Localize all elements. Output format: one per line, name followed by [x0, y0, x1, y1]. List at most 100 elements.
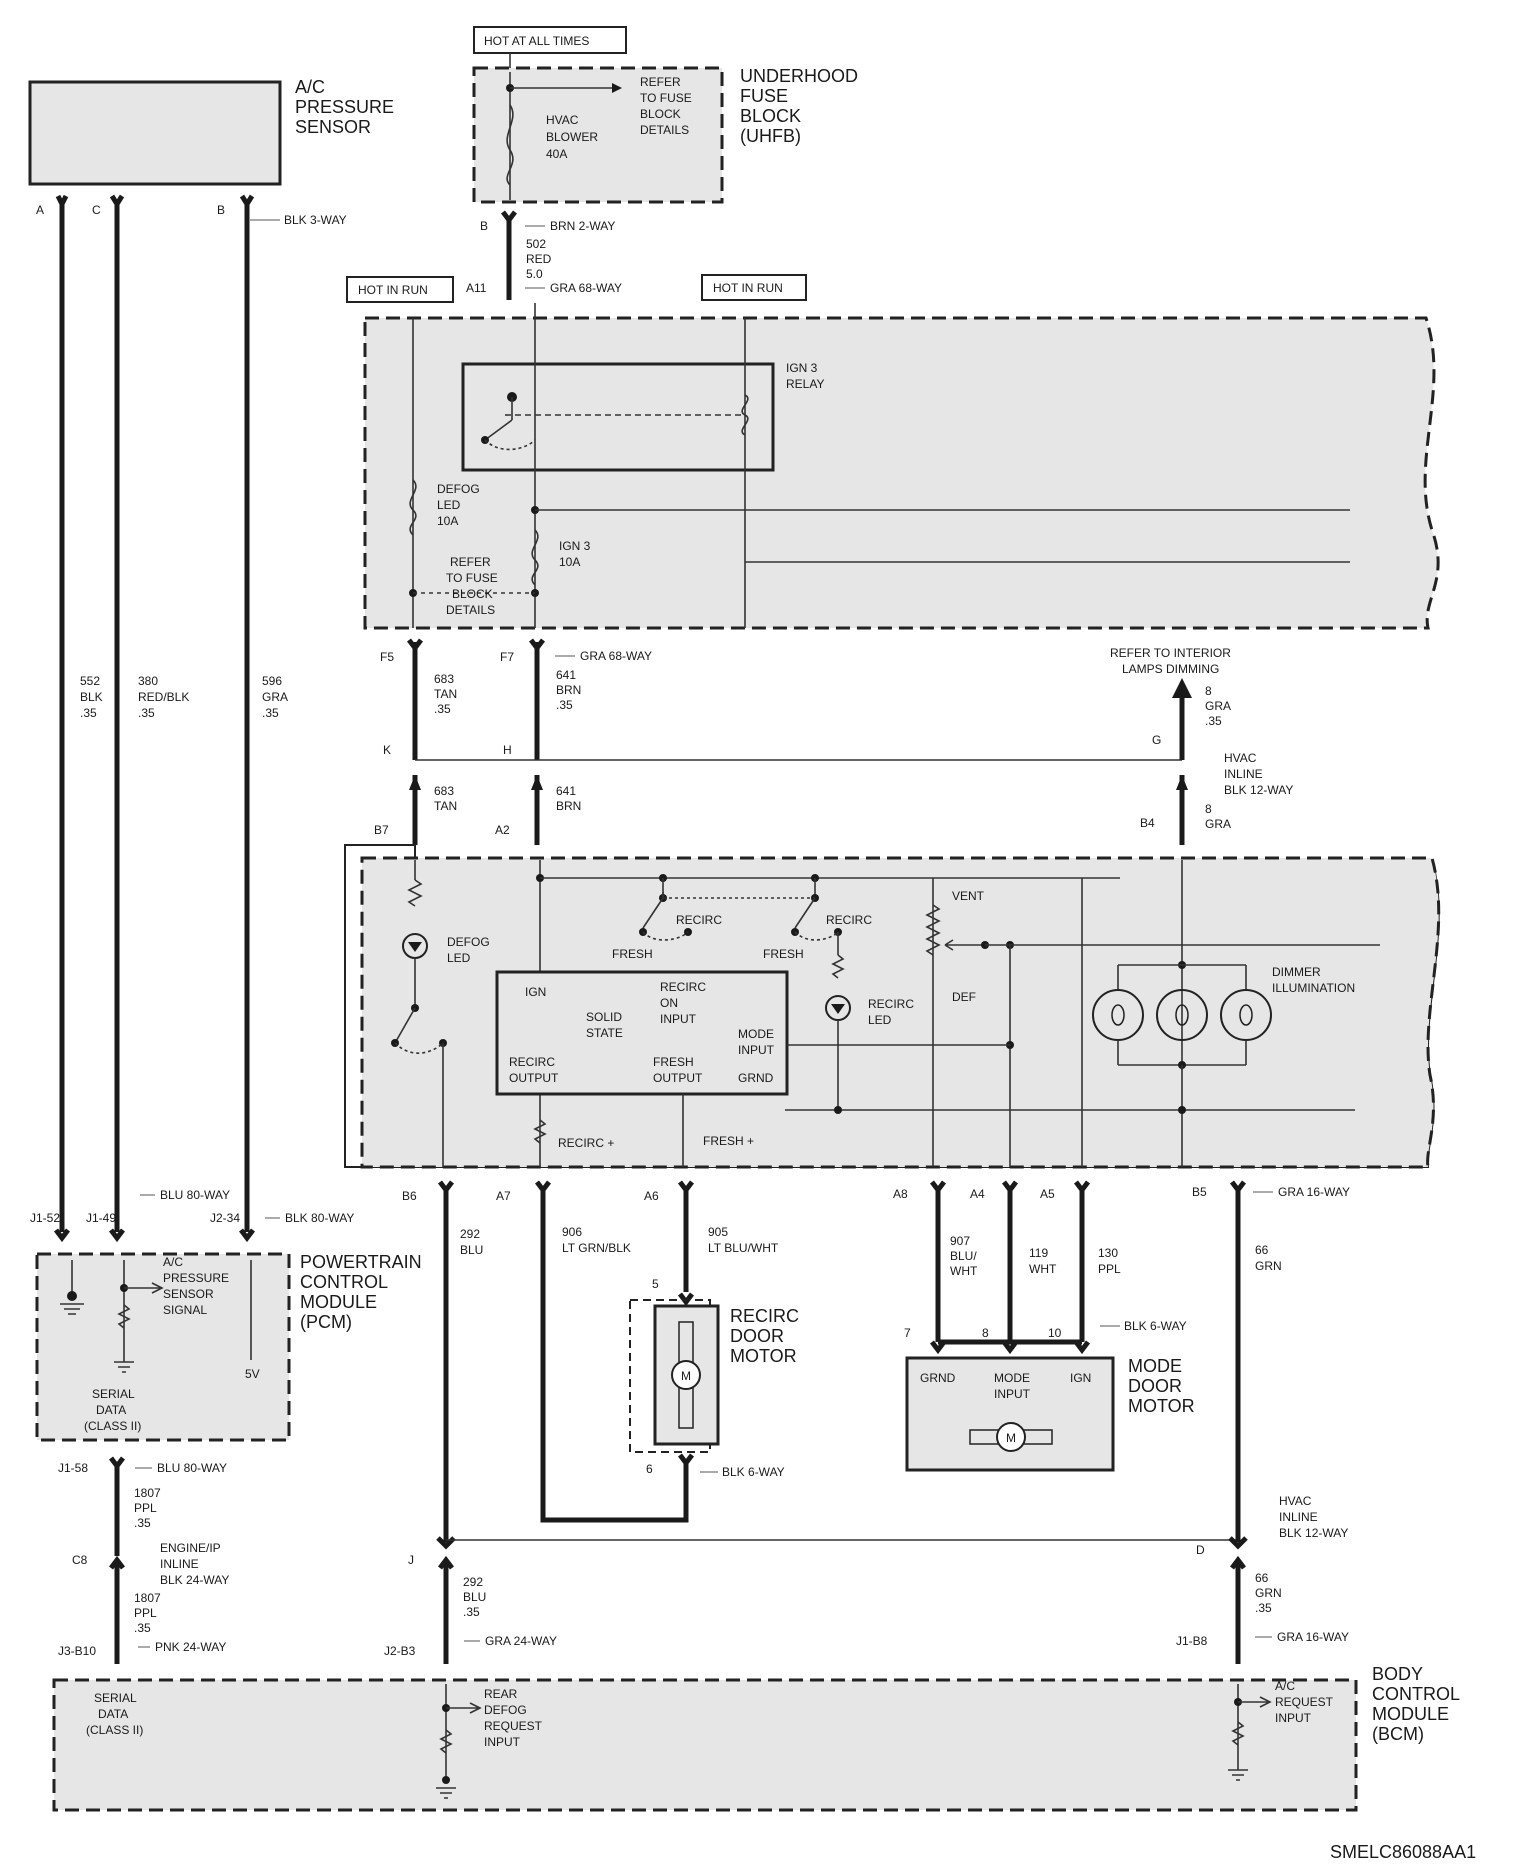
pin-8: 8: [982, 1326, 989, 1340]
pin-f7: F7: [500, 650, 514, 664]
fresh-plus: FRESH +: [703, 1134, 754, 1148]
wire-641b-color: BRN: [556, 799, 581, 813]
uhfb-label-2: FUSE: [740, 86, 788, 106]
mode-motor-symbol: [996, 1422, 1026, 1452]
bcm-rear-1: REAR: [484, 1687, 518, 1701]
conn-gra68-a: GRA 68-WAY: [550, 281, 622, 295]
wire-641a-num: 641: [556, 668, 576, 682]
wire-66b-color: GRN: [1255, 1586, 1282, 1600]
bcm-serial-3: (CLASS II): [86, 1723, 143, 1737]
recirc-switch-2: RECIRC: [826, 913, 872, 927]
mode-motor-ign: IGN: [1070, 1371, 1091, 1385]
uhfb-label-4: (UHFB): [740, 126, 801, 146]
hvac-inline-b-2: INLINE: [1279, 1510, 1318, 1524]
bcm-ac-1: A/C: [1275, 1679, 1295, 1693]
defog-fuse-label-2: LED: [437, 498, 461, 512]
pcm-sig-1: A/C: [163, 1255, 183, 1269]
pcm-sig-3: SENSOR: [163, 1287, 214, 1301]
pcm-label-2: CONTROL: [300, 1272, 388, 1292]
pin-10: 10: [1048, 1326, 1062, 1340]
dimmer-label-2: ILLUMINATION: [1272, 981, 1355, 995]
wire-683a-color: TAN: [434, 687, 457, 701]
wire-502-size: 5.0: [526, 267, 543, 281]
conn-brn2: BRN 2-WAY: [550, 219, 615, 233]
ss-recirc-out-1: RECIRC: [509, 1055, 555, 1069]
tag-hot-in-run-right-text: HOT IN RUN: [713, 281, 783, 295]
ss-recirc-on-2: ON: [660, 996, 678, 1010]
bcm-ac-2: REQUEST: [1275, 1695, 1334, 1709]
pin-a6: A6: [644, 1189, 659, 1203]
uhfb-box: [472, 66, 724, 204]
conn-gra16-b: GRA 16-WAY: [1277, 1630, 1349, 1644]
ign3-fuse-label-2: 10A: [559, 555, 580, 569]
bcm-rear-3: REQUEST: [484, 1719, 543, 1733]
hvac-inline-b-1: HVAC: [1279, 1494, 1312, 1508]
ign3-relay-box: [461, 362, 775, 472]
fuse-ign3: [531, 529, 539, 586]
conn-blk6-b: BLK 6-WAY: [722, 1465, 785, 1479]
wire-502: [501, 210, 517, 300]
pin-h: H: [503, 743, 512, 757]
uhfb-label-3: BLOCK: [740, 106, 801, 126]
wire-119-color: WHT: [1029, 1262, 1057, 1276]
mode-motor-m: M: [1006, 1431, 1016, 1445]
pin-a11: A11: [466, 281, 487, 295]
ac-pressure-sensor-box: [28, 80, 282, 186]
wire-552-size: .35: [80, 706, 97, 720]
wire-8b-color: GRA: [1205, 817, 1231, 831]
eng-inline-1: ENGINE/IP: [160, 1541, 221, 1555]
pin-b4: B4: [1140, 816, 1155, 830]
wire-905-num: 905: [708, 1225, 728, 1239]
pcm-label-3: MODULE: [300, 1292, 377, 1312]
mode-motor-mode-2: INPUT: [994, 1387, 1031, 1401]
hvac-inline-1: HVAC: [1224, 751, 1257, 765]
wire-1807a-num: 1807: [134, 1486, 161, 1500]
ac-sensor-label-2: PRESSURE: [295, 97, 394, 117]
pin-b7: B7: [374, 823, 389, 837]
wire-292b-num: 292: [463, 1575, 483, 1589]
wire-907-color-1: BLU/: [950, 1249, 977, 1263]
wire-66b-size: .35: [1255, 1601, 1272, 1615]
defog-led-1: DEFOG: [447, 935, 490, 949]
ss-recirc-on-1: RECIRC: [660, 980, 706, 994]
conn-blk3: BLK 3-WAY: [284, 213, 347, 227]
mode-rheostat: [925, 904, 941, 956]
wire-905-color: LT BLU/WHT: [708, 1241, 779, 1255]
wire-683b-num: 683: [434, 784, 454, 798]
pin-a7: A7: [496, 1189, 511, 1203]
refer-fuse-1: REFER: [450, 555, 491, 569]
eng-inline-3: BLK 24-WAY: [160, 1573, 229, 1587]
pcm-serial-3: (CLASS II): [84, 1419, 141, 1433]
bcm-rear-4: INPUT: [484, 1735, 521, 1749]
wire-8a-size: .35: [1205, 714, 1222, 728]
def-label: DEF: [952, 990, 976, 1004]
refer-fuse-2: TO FUSE: [446, 571, 498, 585]
wire-596-size: .35: [262, 706, 279, 720]
wire-292b-color: BLU: [463, 1590, 486, 1604]
wire-66-a: [1230, 1180, 1246, 1542]
pin-j1-b8: J1-B8: [1176, 1634, 1208, 1648]
conn-gra16-a: GRA 16-WAY: [1278, 1185, 1350, 1199]
hvac-inline-3: BLK 12-WAY: [1224, 783, 1293, 797]
pin-c8: C8: [72, 1553, 88, 1567]
pin-d: D: [1196, 1543, 1205, 1557]
wire-1807a-size: .35: [134, 1516, 151, 1530]
wire-380-size: .35: [138, 706, 155, 720]
pin-a5: A5: [1040, 1187, 1055, 1201]
refer-interior-1: REFER TO INTERIOR: [1110, 646, 1231, 660]
wire-641a-color: BRN: [556, 683, 581, 697]
mode-motor-grnd: GRND: [920, 1371, 956, 1385]
tag-hot-in-run-right: [701, 274, 807, 301]
wire-907-num: 907: [950, 1234, 970, 1248]
wire-1807b-size: .35: [134, 1621, 151, 1635]
pin-c: C: [92, 203, 101, 217]
defog-fuse-label-1: DEFOG: [437, 482, 480, 496]
wire-641b-num: 641: [556, 784, 576, 798]
pin-j2-34: J2-34: [210, 1211, 240, 1225]
wire-130-color: PPL: [1098, 1262, 1121, 1276]
uhfb-refer-1: REFER: [640, 75, 681, 89]
bcm-serial-2: DATA: [98, 1707, 128, 1721]
wire-292a-color: BLU: [460, 1243, 483, 1257]
wire-906-color: LT GRN/BLK: [562, 1241, 631, 1255]
tag-hot-at-all-times-text: HOT AT ALL TIMES: [484, 34, 589, 48]
